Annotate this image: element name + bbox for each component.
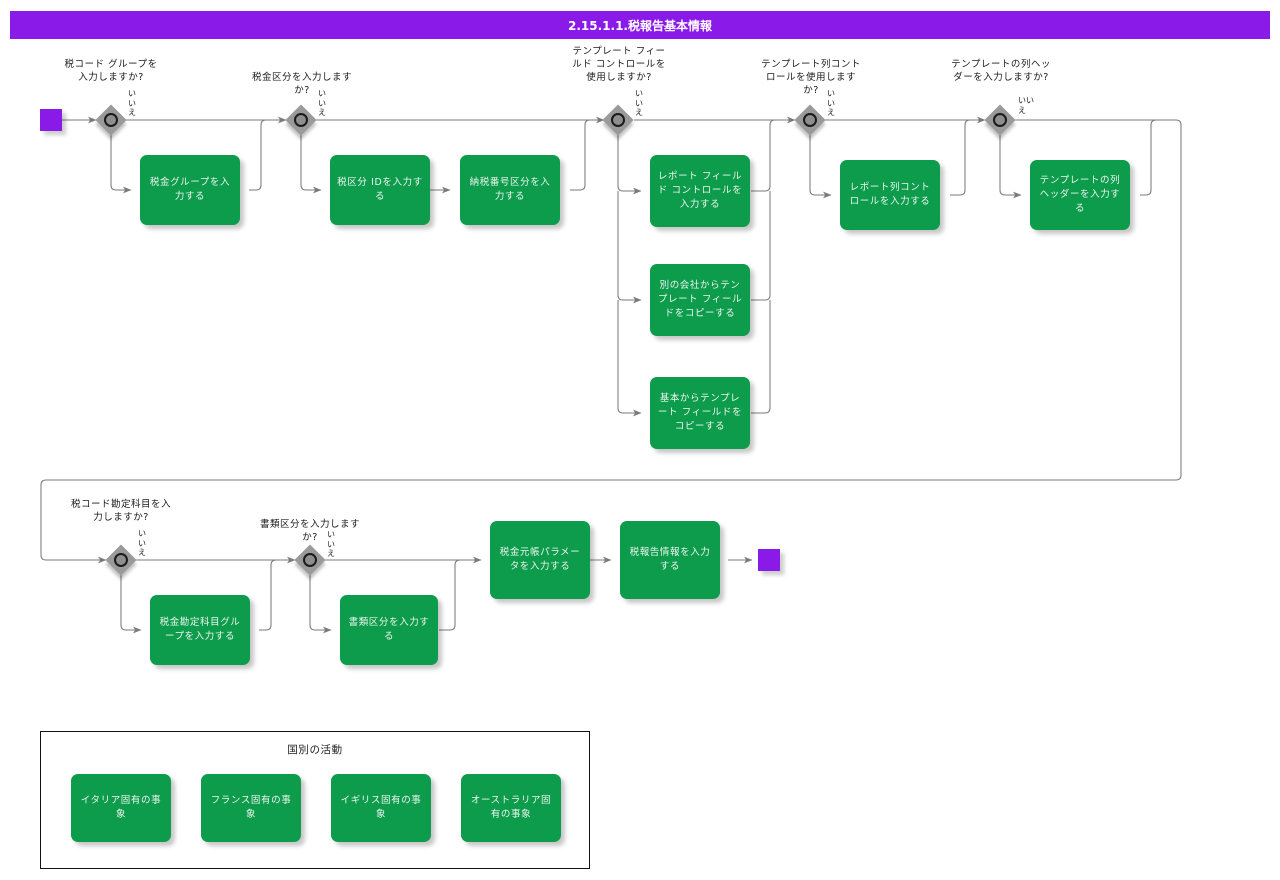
decision-label-template-column-header: テンプレートの列ヘッダーを入力しますか? (951, 59, 1051, 83)
task-label: 税金グループを入力する (149, 177, 231, 202)
decision-template-column-control[interactable] (794, 104, 829, 139)
task-label: フランス固有の事象 (210, 795, 292, 820)
task-label: 税報告情報を入力する (629, 547, 711, 572)
task-label: 基本からテンプレート フィールドをコピーする (657, 393, 743, 432)
decision-template-column-header[interactable] (984, 104, 1019, 139)
decision-label-tax-code-group: 税コード グループを入力しますか? (64, 59, 158, 83)
country-activities-group: 国別の活動 イタリア固有の事象 フランス固有の事象 イギリス固有の事象 オースト… (40, 731, 590, 869)
task-enter-document-division[interactable]: 書類区分を入力する (340, 595, 438, 665)
decision-ring-icon (803, 113, 817, 127)
task-enter-tax-number-division[interactable]: 納税番号区分を入力する (460, 155, 560, 225)
task-enter-report-field-control[interactable]: レポート フィールド コントロールを入力する (650, 155, 750, 227)
task-label: イタリア固有の事象 (80, 795, 162, 820)
task-label: 書類区分を入力する (348, 617, 430, 642)
task-italy-specific[interactable]: イタリア固有の事象 (71, 774, 171, 842)
decision-ring-icon (611, 113, 625, 127)
task-label: レポート フィールド コントロールを入力する (657, 171, 743, 210)
task-label: イギリス固有の事象 (340, 795, 422, 820)
branch-label-no-3: い​い​え (635, 89, 643, 117)
decision-label-template-field-control: テンプレート フィールド コントロールを使用しますか? (572, 46, 666, 83)
decision-document-division[interactable] (294, 544, 329, 579)
task-label: 別の会社からテンプレート フィールドをコピーする (657, 280, 743, 319)
task-label: 税金元帳パラメータを入力する (499, 547, 581, 572)
decision-tax-code-group[interactable] (95, 104, 130, 139)
task-label: 税金勘定科目グループを入力する (159, 617, 241, 642)
decision-ring-icon (993, 113, 1007, 127)
decision-template-field-control[interactable] (602, 104, 637, 139)
decision-ring-icon (114, 553, 128, 567)
decision-ring-icon (303, 553, 317, 567)
task-enter-tax-ledger-parameters[interactable]: 税金元帳パラメータを入力する (490, 521, 590, 599)
decision-label-template-column-control: テンプレート列コントロールを使用しますか? (761, 59, 861, 96)
task-copy-template-field-from-other-company[interactable]: 別の会社からテンプレート フィールドをコピーする (650, 264, 750, 336)
end-marker (758, 549, 780, 571)
task-enter-report-column-control[interactable]: レポート列コントロールを入力する (840, 160, 940, 230)
page-title: 2.15.1.1.税報告基本情報 (568, 18, 712, 33)
task-enter-template-column-header[interactable]: テンプレートの列ヘッダーを入力する (1030, 160, 1130, 230)
task-label: オーストラリア固有の事象 (470, 795, 552, 820)
task-australia-specific[interactable]: オーストラリア固有の事象 (461, 774, 561, 842)
task-enter-tax-account-group[interactable]: 税金勘定科目グループを入力する (150, 595, 250, 665)
branch-label-no-2: い​い​え (318, 89, 326, 117)
task-label: レポート列コントロールを入力する (849, 182, 931, 207)
branch-label-no-7: い​い​え (327, 530, 335, 558)
task-copy-template-field-from-base[interactable]: 基本からテンプレート フィールドをコピーする (650, 377, 750, 449)
decision-ring-icon (104, 113, 118, 127)
task-enter-tax-division-id[interactable]: 税区分 IDを入力する (330, 155, 430, 225)
branch-label-no-5: い​い​え (1018, 96, 1034, 115)
decision-tax-division[interactable] (285, 104, 320, 139)
branch-label-no-6: い​い​え (138, 529, 146, 557)
start-marker (40, 109, 62, 131)
decision-ring-icon (294, 113, 308, 127)
decision-label-tax-code-account: 税コード勘定科目を入力しますか? (71, 499, 172, 523)
task-enter-tax-group[interactable]: 税金グループを入力する (140, 155, 240, 225)
decision-tax-code-account[interactable] (105, 544, 140, 579)
branch-label-no-1: い​い​え (128, 89, 136, 117)
decision-label-tax-division: 税金区分を入力しますか? (252, 72, 353, 96)
group-title: 国別の活動 (287, 744, 343, 756)
decision-label-document-division: 書類区分を入力しますか? (260, 519, 361, 543)
task-france-specific[interactable]: フランス固有の事象 (201, 774, 301, 842)
task-label: テンプレートの列ヘッダーを入力する (1039, 175, 1121, 214)
task-label: 税区分 IDを入力する (337, 177, 423, 202)
branch-label-no-4: い​い​え (827, 89, 835, 117)
task-uk-specific[interactable]: イギリス固有の事象 (331, 774, 431, 842)
diagram-title-bar: 2.15.1.1.税報告基本情報 (10, 11, 1270, 39)
task-enter-tax-report-info[interactable]: 税報告情報を入力する (620, 521, 720, 599)
task-label: 納税番号区分を入力する (469, 177, 551, 202)
